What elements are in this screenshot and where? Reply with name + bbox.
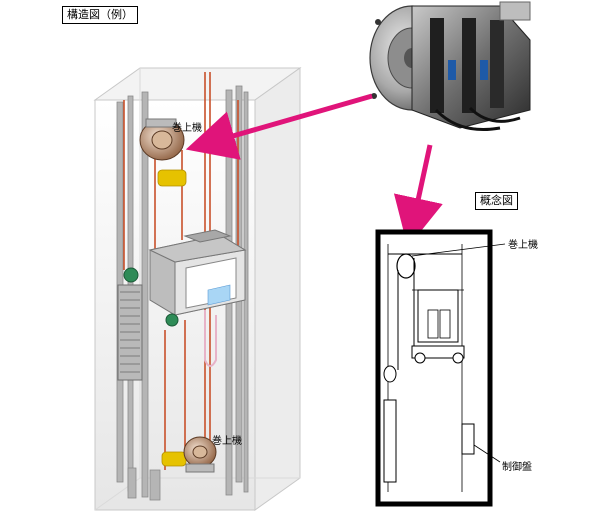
hoist-bottom (183, 436, 217, 473)
hoist-motor-photo (369, 1, 531, 132)
travelling-cable (204, 310, 217, 367)
label-control-panel: 制御盤 (502, 462, 532, 473)
concept-diagram (375, 229, 506, 507)
label-concept-hoist: 巻上機 (508, 240, 538, 251)
hoist-top (139, 118, 185, 161)
structure-diagram-title: 構造図（例） (62, 6, 138, 24)
pulley-green-left (123, 267, 139, 283)
arrow-to-structure (185, 93, 373, 160)
arrow-to-concept (393, 144, 443, 248)
pulley-green-right (165, 313, 179, 327)
counterweight (117, 284, 143, 381)
label-hoist-top: 巻上機 (172, 123, 202, 134)
elevator-cabin (148, 229, 247, 316)
label-hoist-bottom: 巻上機 (212, 436, 242, 447)
concept-diagram-title: 概念図 (475, 192, 518, 210)
